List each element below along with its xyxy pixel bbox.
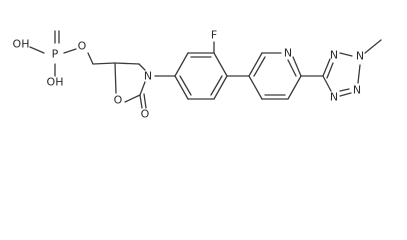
atom-n-oxazolidinone: N <box>144 70 152 83</box>
bond-c2-o1 <box>124 94 141 103</box>
bond-py-n-3 <box>292 56 302 77</box>
bond-c2-o-carbonyl <box>139 94 143 109</box>
atom-n-tetrazole-4: N <box>330 91 338 104</box>
bonds <box>29 30 382 109</box>
bond-py-1-2-inner <box>253 56 266 77</box>
bond-tz-n4-c <box>322 75 332 92</box>
bond-py-n-3-inner <box>287 59 297 77</box>
bond-ph-6-1-inner <box>179 75 192 96</box>
bond-tz-c-n1 <box>322 58 331 77</box>
bond-o1-c5 <box>114 62 117 94</box>
atom-n-tetrazole-3: N <box>353 84 361 97</box>
bond-ph-3-4 <box>213 52 228 77</box>
atom-o-carbonyl: O <box>141 108 150 121</box>
bond-tz-n3-n4-inner <box>339 88 350 92</box>
atom-n-tetrazole-2: N <box>356 50 364 63</box>
bond-n-c2 <box>139 81 146 96</box>
atom-o-ester: O <box>78 40 87 53</box>
bond-py-3-4 <box>287 75 302 100</box>
bond-p-oh-top <box>29 46 45 54</box>
bond-c4-n <box>138 63 146 71</box>
atom-n-tetrazole-1: N <box>330 49 338 62</box>
bond-ch2-c5 <box>92 62 116 65</box>
bond-p-o-ester <box>63 48 77 54</box>
atom-fluorine: F <box>211 29 217 42</box>
bond-py-1-2 <box>248 52 263 77</box>
atom-oh-bottom: OH <box>47 76 64 89</box>
bond-tz-c-n1-inner <box>326 62 334 79</box>
atom-labels: OH P O OH F N O O N N N N N <box>13 29 365 121</box>
atom-oh-top: OH <box>13 38 30 51</box>
chemical-structure: OH P O OH F N O O N N N N N <box>13 29 382 121</box>
bond-ph-4-5-inner <box>210 75 223 96</box>
atom-n-pyridine: N <box>284 47 292 60</box>
bond-ph-6-1 <box>174 75 189 100</box>
bond-tz-n2-methyl <box>364 39 382 54</box>
bond-o-ch2 <box>87 52 94 65</box>
bond-ph-1-2 <box>174 52 189 77</box>
bond-py-5-1 <box>248 75 263 100</box>
bond-tz-n2-n3 <box>357 64 361 84</box>
bond-ph-4-5 <box>213 75 228 100</box>
atom-o-ring: O <box>114 94 123 107</box>
atom-phosphorus: P <box>52 48 59 61</box>
bond-c2-o-carbonyl-2 <box>143 93 147 109</box>
bond-tz-n3-n4 <box>339 92 352 97</box>
bond-c5-c4 <box>114 62 140 65</box>
bond-tz-n1-n2 <box>339 52 353 57</box>
